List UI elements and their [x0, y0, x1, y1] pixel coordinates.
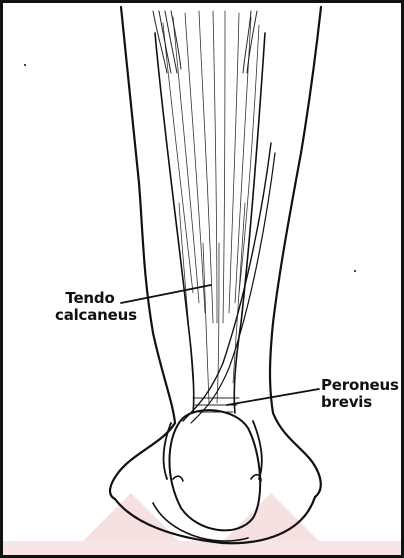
label-tendo-line2: calcaneus — [55, 307, 125, 324]
leader-peroneus-brevis — [227, 389, 319, 405]
peroneus-tendon — [183, 143, 271, 421]
label-tendo-calcaneus: Tendo calcaneus — [55, 290, 125, 324]
leg-outline-left — [110, 7, 175, 499]
label-peroneus-line2: brevis — [321, 394, 391, 411]
label-peroneus-line1: Peroneus — [321, 377, 391, 394]
achilles-tendon-right — [234, 33, 265, 413]
achilles-tendon-left — [155, 33, 194, 413]
leader-tendo-calcaneus — [121, 285, 211, 303]
leg-outline-right — [270, 7, 321, 497]
label-tendo-line1: Tendo — [55, 290, 125, 307]
heel-pad — [153, 503, 248, 541]
label-peroneus-brevis: Peroneus brevis — [321, 377, 391, 411]
heel-outline — [115, 497, 315, 543]
leg-illustration — [3, 3, 404, 558]
calcaneus-bone — [169, 410, 260, 530]
